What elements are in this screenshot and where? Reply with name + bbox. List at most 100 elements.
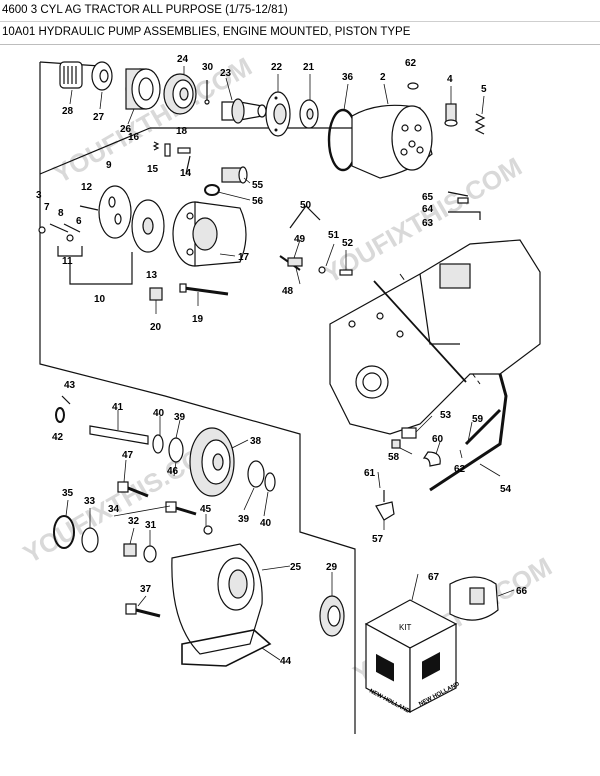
callout-9: 9 [106,160,112,171]
callout-67: 67 [428,572,440,583]
callout-17: 17 [238,252,250,263]
part-21-washer [299,99,319,129]
callout-55: 55 [252,180,264,191]
callout-38: 38 [250,436,262,447]
part-20-nut [149,287,163,301]
part-17-pump-body [172,201,247,267]
part-32-nut [123,543,137,557]
part-9-plate [98,185,132,239]
callout-16: 16 [128,132,140,143]
callout-32: 32 [128,516,140,527]
callout-53: 53 [440,410,452,421]
callout-3: 3 [36,190,42,201]
callout-50: 50 [300,200,312,211]
part-41-shaft [89,425,149,445]
callout-54: 54 [500,484,512,495]
callout-61: 61 [364,468,376,479]
part-48-valve [279,255,303,271]
part-56-oring [204,184,220,196]
callout-8: 8 [58,208,64,219]
callout-28: 28 [62,106,74,117]
part-60-elbow [422,451,441,467]
leader-lines [65,66,515,661]
part-59-tube [464,408,502,446]
callout-13: 13 [146,270,158,281]
callout-40-bottom: 40 [260,518,272,529]
callout-59: 59 [472,414,484,425]
part-62-clip [407,82,419,90]
callout-11: 11 [62,256,73,267]
callout-62-top: 62 [405,58,417,69]
callout-43: 43 [64,380,76,391]
callout-19: 19 [192,314,204,325]
callout-20: 20 [150,322,162,333]
part-35-ring [53,515,75,549]
part-4-valve [444,103,458,127]
part-31-washer [143,545,157,563]
part-2-housing [351,104,433,179]
callout-39-top: 39 [174,412,186,423]
callout-27: 27 [93,112,105,123]
part-34-bolt [165,501,197,516]
callout-7: 7 [44,202,50,213]
part-45-washer [203,525,213,535]
callout-29: 29 [326,562,338,573]
part-33-washer [81,527,99,553]
callout-4: 4 [447,74,453,85]
new-holland-logo-right [422,652,440,680]
part-43-pin [61,395,71,405]
callout-15: 15 [147,164,159,175]
part-42-washer [55,407,65,423]
callout-44: 44 [280,656,292,667]
part-66-cover [449,576,499,621]
callout-46: 46 [167,466,179,477]
callout-47: 47 [122,450,134,461]
part-37-bolt [125,603,161,618]
callout-45: 45 [200,504,212,515]
part-47-bolt [117,481,149,498]
part-40-washer [152,434,276,492]
part-26-sleeve [125,68,161,110]
small-pins-group [152,141,191,175]
callout-21: 21 [303,62,315,73]
callout-25: 25 [290,562,302,573]
kit-label: KIT [399,623,412,632]
callout-64: 64 [422,204,434,215]
part-5-spring [474,113,486,135]
small-bolts-group [38,205,99,242]
callout-26: 26 [120,124,132,135]
group-brackets [57,205,467,383]
callout-63: 63 [422,218,434,229]
part-25-housing [171,543,263,655]
callout-66: 66 [516,586,528,597]
callout-39-bottom: 39 [238,514,250,525]
callout-10: 10 [94,294,106,305]
callout-41: 41 [112,402,124,413]
callout-40-top: 40 [153,408,165,419]
callout-31: 31 [145,520,157,531]
callout-48: 48 [282,286,294,297]
callout-62-bottom: 62 [454,464,466,475]
callout-5: 5 [481,84,487,95]
callout-37: 37 [140,584,152,595]
callout-56: 56 [252,196,264,207]
callout-51: 51 [328,230,340,241]
callout-12: 12 [81,182,93,193]
part-63-65-bracket [447,191,481,220]
part-22-plate [265,91,291,137]
callout-60: 60 [432,434,444,445]
callout-58: 58 [388,452,400,463]
callout-65: 65 [422,192,434,203]
callout-24: 24 [177,54,189,65]
callout-34: 34 [108,504,120,515]
callout-36: 36 [342,72,354,83]
new-holland-logo-left [376,653,394,682]
part-54-pipe [429,373,508,492]
callout-labels: 28 27 26 24 30 23 22 21 36 2 62 4 5 18 1… [36,54,528,667]
part-27-seal [91,61,113,91]
callout-2: 2 [380,72,386,83]
exploded-parts-diagram: YOUFIXTHIS.COM YOUFIXTHIS.COM YOUFIXTHIS… [18,51,557,734]
title-divider [0,21,600,22]
callout-49: 49 [294,234,306,245]
section-title: 10A01 HYDRAULIC PUMP ASSEMBLIES, ENGINE … [2,26,411,38]
